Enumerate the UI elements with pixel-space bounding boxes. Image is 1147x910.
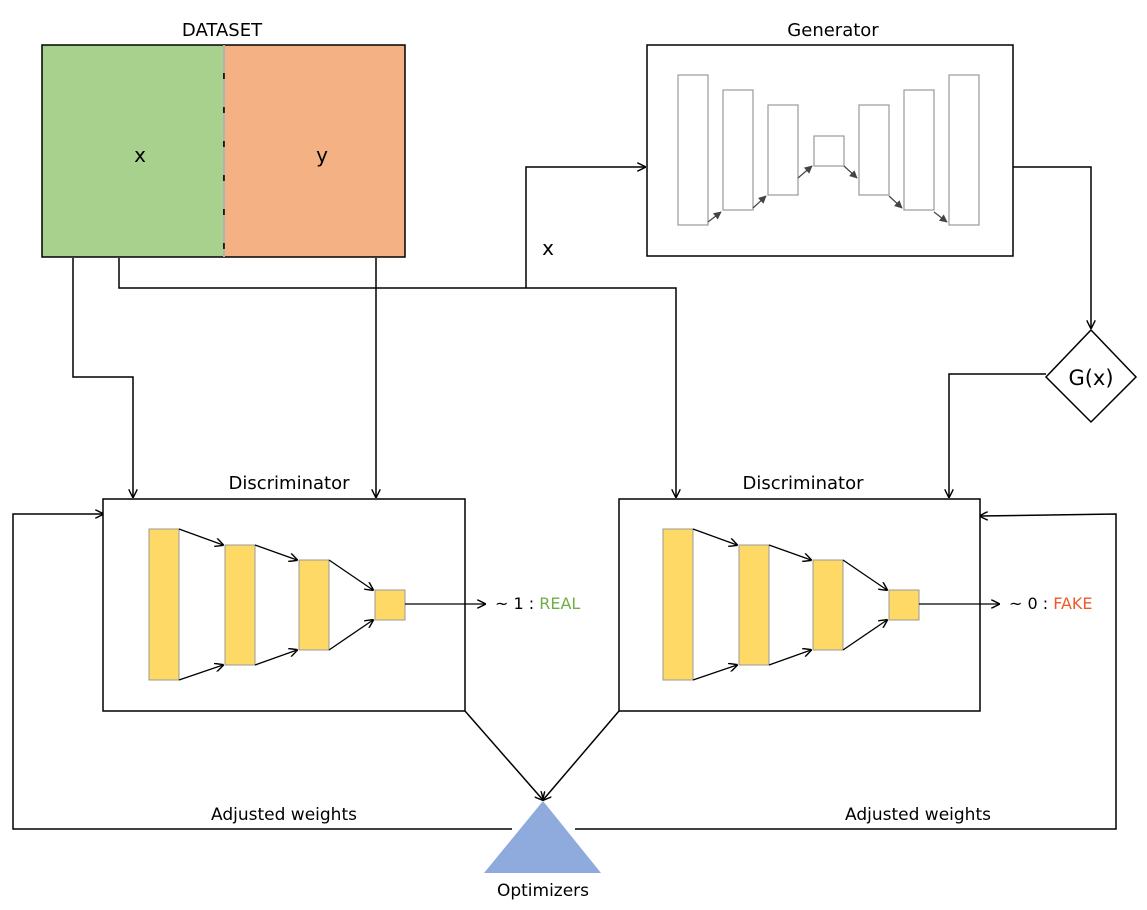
discriminator-fake-layers [662, 528, 920, 681]
arrow-generator-to-gx [1013, 166, 1091, 328]
arrow-x-to-real-discriminator [72, 258, 133, 497]
generator-block: Generator x [542, 20, 1014, 260]
real-class-label: REAL [539, 594, 580, 613]
feedback-label-right: Adjusted weights [845, 805, 991, 825]
generator-title: Generator [787, 20, 879, 41]
arrow-fake-discriminator-to-optimizer [543, 710, 620, 800]
dataset-y-label: y [316, 143, 328, 167]
generator-flow-arrows [707, 165, 948, 223]
feedback-label-left: Adjusted weights [211, 805, 357, 825]
connectors [12, 166, 1117, 830]
optimizer-triangle [484, 801, 601, 873]
dataset-block: DATASET x y [41, 20, 406, 258]
feedback-arrow-right [575, 514, 1117, 830]
optimizer-label: Optimizers [497, 881, 589, 901]
discriminator-fake: Discriminator ~ 0 : FAKE [618, 473, 1093, 712]
discriminator-real-title: Discriminator [229, 473, 351, 494]
generator-input-label: x [542, 236, 554, 260]
generator-output-node: G(x) [1044, 328, 1138, 424]
dataset-x-region [41, 44, 225, 258]
dataset-x-label: x [134, 143, 146, 167]
fake-class-label: FAKE [1053, 594, 1092, 613]
arrow-x-to-generator [525, 167, 645, 288]
generator-unet-icon [677, 74, 980, 226]
arrow-real-discriminator-to-optimizer [464, 710, 543, 800]
discriminator-fake-title: Discriminator [743, 473, 865, 494]
discriminator-real-layers [148, 528, 406, 681]
discriminator-real: Discriminator ~ 1 : REAL [102, 473, 580, 712]
dataset-title: DATASET [182, 20, 263, 41]
arrow-gx-to-fake-discriminator [949, 373, 1046, 497]
optimizer-node: Optimizers [484, 801, 601, 901]
feedback-arrow-left [12, 514, 512, 830]
discriminator-real-output: ~ 1 : REAL [495, 594, 580, 613]
generator-output-label: G(x) [1068, 366, 1113, 390]
arrow-x-to-fake-discriminator [118, 258, 676, 497]
discriminator-fake-output: ~ 0 : FAKE [1009, 594, 1093, 613]
discriminator-fake-arrows [692, 528, 999, 681]
dataset-y-region [223, 44, 406, 258]
discriminator-real-arrows [178, 528, 485, 681]
